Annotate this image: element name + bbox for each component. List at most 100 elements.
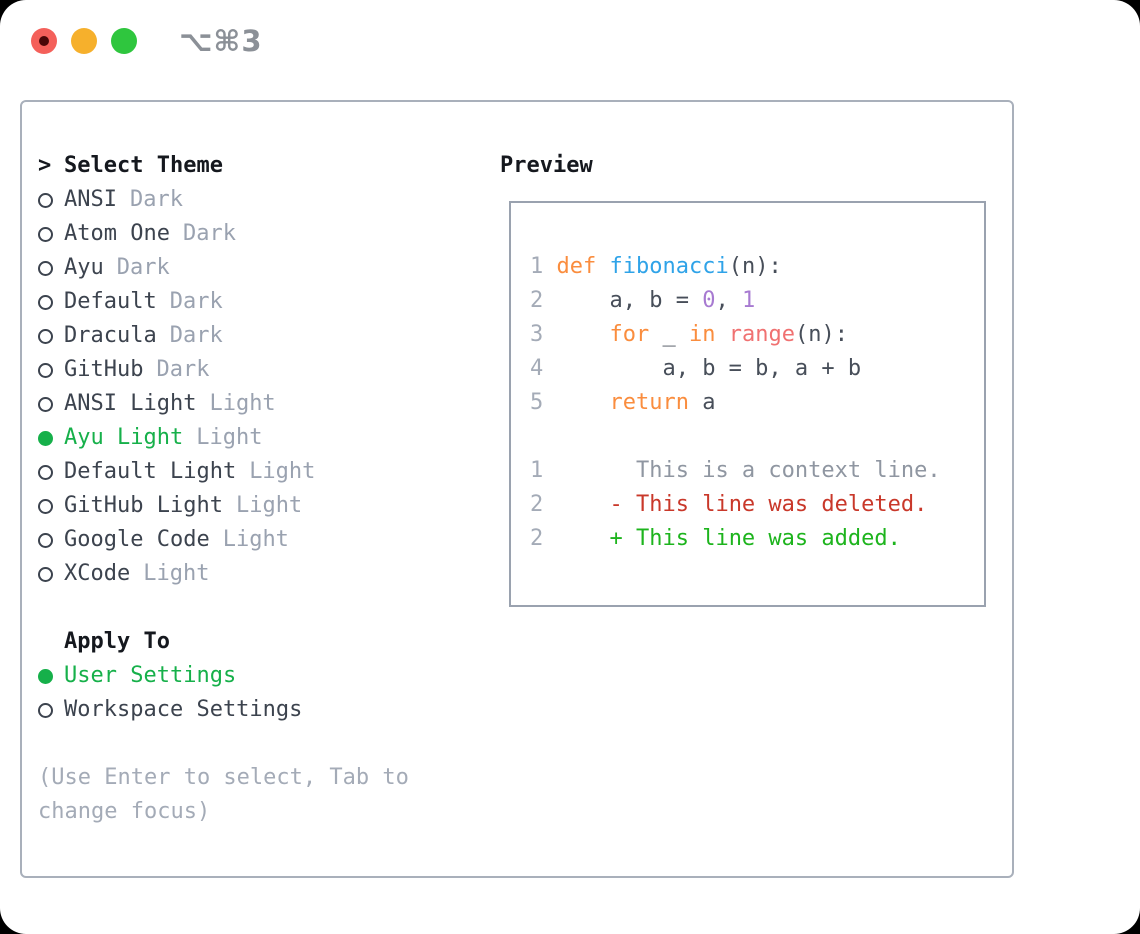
theme-option-label: Google Code [64,527,210,552]
code-token: 0 [702,288,716,313]
theme-variant-label: Dark [156,357,210,382]
radio-circle [38,430,53,446]
line-number: 4 [530,356,544,381]
radio-circle [38,192,53,208]
code-line: 2 a, b = 0, 1 [530,284,941,318]
theme-variant-label: Light [249,459,316,484]
keyboard-hint: (Use Enter to select, Tab to [38,765,409,790]
theme-option[interactable]: XCode Light [38,557,409,591]
apply-option-label: User Settings [64,663,237,688]
theme-option-label: Default Light [64,459,237,484]
code-token: - This line was deleted. [609,492,928,517]
apply-option-label: Workspace Settings [64,697,303,722]
code-line: 2 + This line was added. [530,522,941,556]
code-token: range [728,322,795,347]
theme-list-heading: Select Theme [64,153,223,178]
radio-icon [38,396,64,412]
theme-option-label: GitHub [64,357,144,382]
theme-option-label: ANSI Light [64,391,197,416]
radio-circle [38,260,53,276]
line-number: 1 [530,254,544,279]
code-token: in [688,322,716,347]
radio-circle [38,362,53,378]
radio-icon [38,702,64,718]
theme-variant-label: Dark [169,323,223,348]
code-token: def [556,254,597,279]
code-token: return [609,390,689,415]
code-token [596,254,609,279]
theme-option-label: Ayu [64,255,104,280]
theme-option[interactable]: Ayu Light Light [38,421,409,455]
theme-variant-label: Dark [169,289,223,314]
code-token: 1 [741,288,756,313]
theme-option[interactable]: GitHub Dark [38,353,409,387]
code-token: fibonacci [609,254,729,279]
code-token: , [715,288,742,313]
radio-circle [38,464,53,480]
radio-icon [38,260,64,276]
code-line: 1 This is a context line. [530,454,941,488]
theme-option-label: Default [64,289,157,314]
code-token: _ [649,322,689,347]
zoom-button-icon[interactable] [111,28,137,54]
code-line: 1 def fibonacci(n): [530,250,941,284]
radio-icon [38,566,64,582]
line-number: 2 [530,526,544,551]
line-number: 2 [530,288,544,313]
theme-variant-label: Light [209,391,276,416]
code-token [557,322,610,347]
preview-heading: Preview [500,153,593,178]
spacer [38,591,409,625]
theme-option[interactable]: Default Light Light [38,455,409,489]
theme-option[interactable]: Default Dark [38,285,409,319]
radio-circle [38,226,53,242]
radio-circle [38,328,53,344]
code-token: + This line was added. [609,526,901,551]
radio-circle [38,396,53,412]
theme-variant-label: Light [235,493,303,518]
radio-selected-icon [38,668,64,684]
line-number: 5 [530,390,544,415]
code-line: 2 - This line was deleted. [530,488,941,522]
apply-option[interactable]: User Settings [38,659,409,693]
close-button-icon[interactable] [31,28,57,54]
radio-circle [38,532,53,548]
theme-option[interactable]: ANSI Light Light [38,387,409,421]
line-number: 1 [530,458,544,483]
radio-icon [38,464,64,480]
prompt-icon: > [38,153,52,178]
radio-icon [38,498,64,514]
radio-selected-icon [38,430,64,446]
theme-variant-label: Dark [129,187,183,212]
keyboard-hint: change focus) [38,799,211,824]
code-token: (n): [794,322,848,347]
line-number: 2 [530,492,544,517]
code-token: a [688,390,716,415]
apply-option[interactable]: Workspace Settings [38,693,409,727]
radio-icon [38,362,64,378]
theme-option-label: XCode [64,561,131,586]
theme-option-label: Ayu Light [64,425,184,450]
code-token: This is a context line. [556,458,941,483]
titlebar: ⌥⌘3 [31,24,263,58]
window-shortcut-label: ⌥⌘3 [179,24,263,58]
theme-variant-label: Light [143,561,210,586]
code-token: (n): [728,254,782,279]
code-blank-line [530,420,941,454]
theme-variant-label: Light [196,425,263,450]
apply-to-heading-row: Apply To [38,625,409,659]
minimize-button-icon[interactable] [71,28,97,54]
radio-icon [38,294,64,310]
radio-circle [38,702,53,718]
